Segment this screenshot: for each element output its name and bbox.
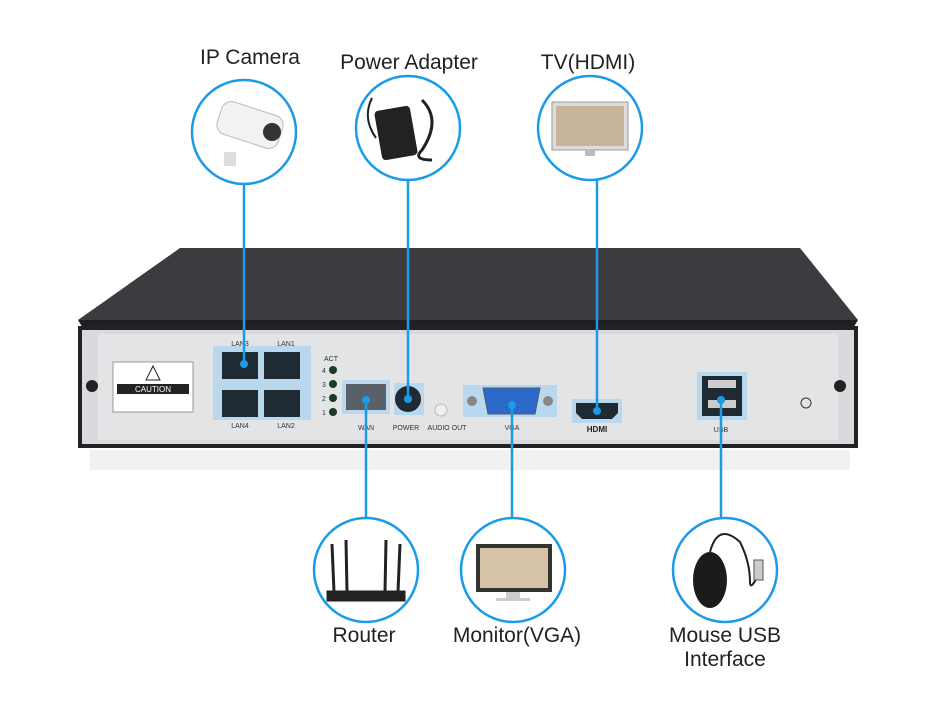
ip-camera-label: IP Camera: [200, 46, 300, 69]
router-icon: [326, 539, 406, 602]
svg-text:ACT: ACT: [324, 356, 339, 363]
mouse-label-line2: Interface: [684, 648, 766, 671]
router-circle: [312, 516, 420, 624]
svg-text:LAN3: LAN3: [231, 341, 249, 348]
svg-text:POWER: POWER: [393, 425, 419, 432]
caution-label: CAUTION: [112, 361, 194, 413]
power-adapter-label: Power Adapter: [340, 51, 478, 74]
ip-camera-icon: [216, 101, 284, 166]
mouse-label: Mouse USB Interface: [669, 624, 781, 672]
audio-out-port[interactable]: [434, 403, 448, 417]
mouse-icon: [693, 533, 764, 608]
ground-icon: [800, 397, 812, 409]
mouse-label-line1: Mouse USB: [668, 624, 782, 647]
svg-text:CAUTION: CAUTION: [135, 385, 171, 394]
tv-icon: [551, 101, 629, 156]
act-leds: 4 3 2 1: [322, 366, 337, 417]
svg-text:2: 2: [322, 396, 326, 403]
svg-text:3: 3: [322, 382, 326, 389]
monitor-label: Monitor(VGA): [452, 624, 582, 647]
svg-text:LAN2: LAN2: [277, 423, 295, 430]
router-label: Router: [332, 624, 396, 647]
power-adapter-icon: [366, 97, 434, 162]
svg-text:4: 4: [322, 368, 326, 375]
connection-lines: [242, 180, 723, 518]
monitor-icon: [476, 544, 552, 601]
svg-text:HDMI: HDMI: [587, 425, 607, 434]
nvr-top-cover: [78, 248, 858, 320]
svg-text:1: 1: [322, 410, 326, 417]
svg-text:AUDIO OUT: AUDIO OUT: [428, 425, 468, 432]
svg-text:LAN4: LAN4: [231, 423, 249, 430]
tv-label: TV(HDMI): [540, 51, 636, 74]
svg-text:LAN1: LAN1: [277, 341, 295, 348]
